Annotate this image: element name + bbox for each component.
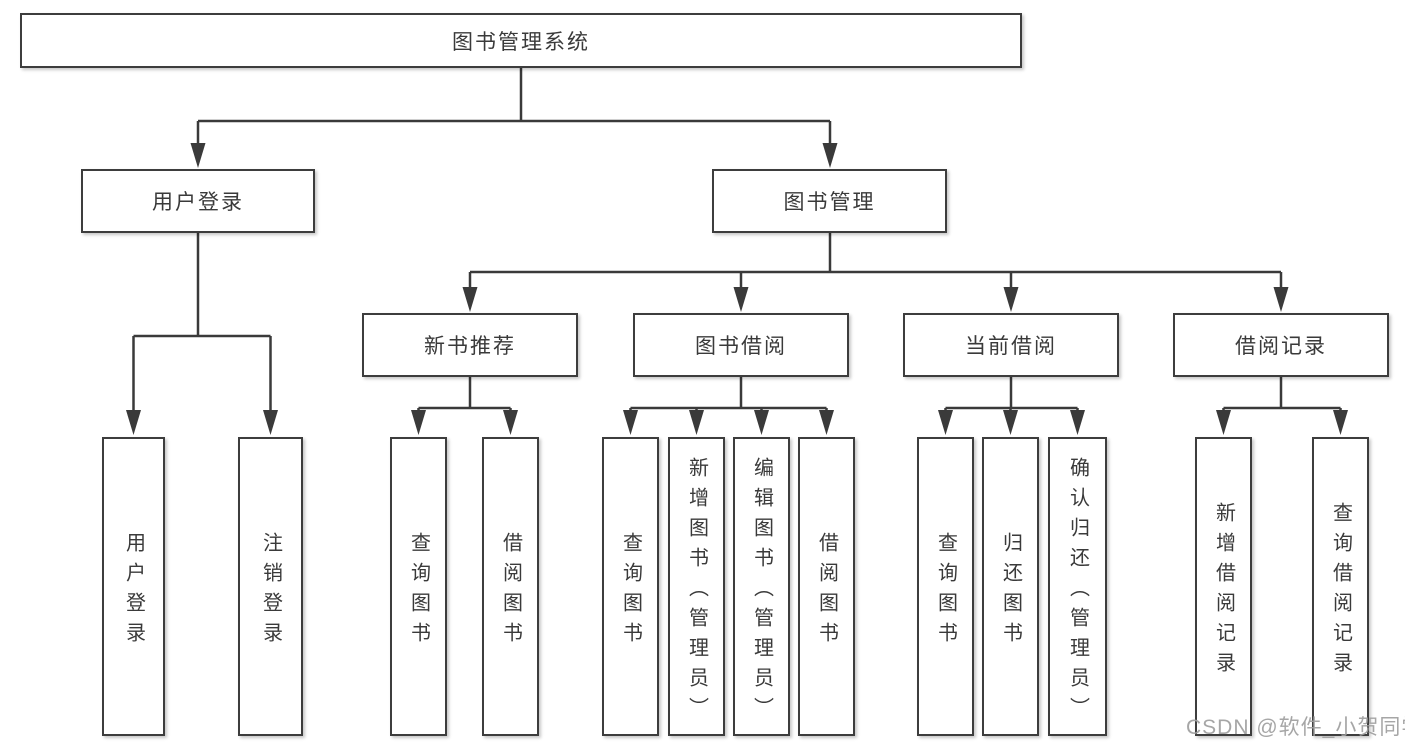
leaf-confirm-return-admin: 确认归还（管理员） — [1048, 437, 1107, 736]
node-book-borrowing: 图书借阅 — [633, 313, 849, 377]
node-library-management-system: 图书管理系统 — [20, 13, 1022, 68]
leaf-search-borrow-record: 查询借阅记录 — [1312, 437, 1369, 736]
leaf-logout: 注销登录 — [238, 437, 303, 736]
leaf-user-login: 用户登录 — [102, 437, 165, 736]
node-borrowing-records: 借阅记录 — [1173, 313, 1389, 377]
leaf-search-books-borrow: 查询图书 — [602, 437, 659, 736]
watermark: CSDN @软件_小贺同学 — [1186, 716, 1405, 739]
leaf-edit-books-admin: 编辑图书（管理员） — [733, 437, 790, 736]
leaf-search-books-current: 查询图书 — [917, 437, 974, 736]
node-current-borrowing: 当前借阅 — [903, 313, 1119, 377]
leaf-add-books-admin: 新增图书（管理员） — [668, 437, 725, 736]
node-user-login: 用户登录 — [81, 169, 315, 233]
node-book-management: 图书管理 — [712, 169, 947, 233]
leaf-borrow-books: 借阅图书 — [798, 437, 855, 736]
leaf-borrow-books-recommend: 借阅图书 — [482, 437, 539, 736]
leaf-return-books: 归还图书 — [982, 437, 1039, 736]
node-new-book-recommendation: 新书推荐 — [362, 313, 578, 377]
leaf-search-books-recommend: 查询图书 — [390, 437, 447, 736]
leaf-add-borrow-record: 新增借阅记录 — [1195, 437, 1252, 736]
